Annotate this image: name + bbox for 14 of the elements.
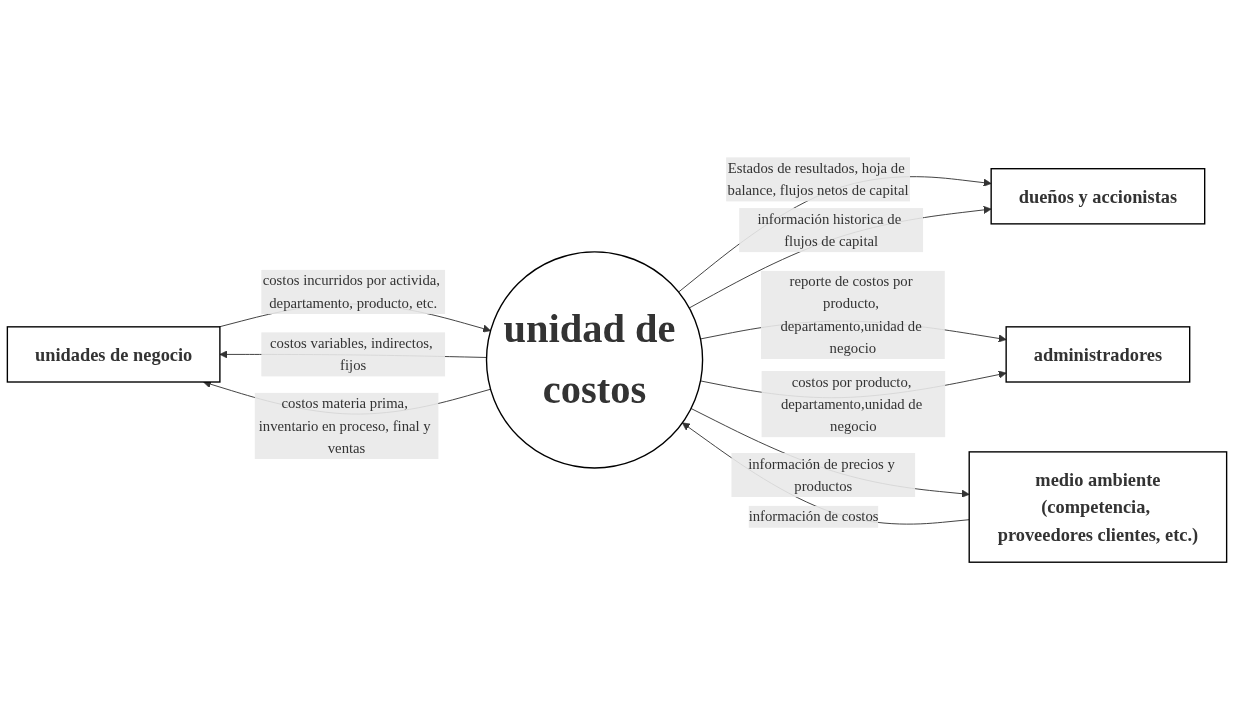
node-circle: unidad de costos bbox=[485, 251, 704, 469]
edge-label: información de precios y productos bbox=[748, 455, 895, 494]
edge-label: Estados de resultados, hoja de balance, flujos netos de capital bbox=[727, 160, 909, 199]
node-box: dueños y accionistas bbox=[990, 168, 1206, 225]
edge-label: información historica de flujos de capital bbox=[757, 211, 902, 249]
edge-label: información de costos bbox=[748, 508, 879, 525]
edge-label: costos por producto, departamento,unidad de negocio bbox=[780, 374, 923, 434]
edge-label: costos materia prima, inventario en proceso, final y ventas bbox=[258, 395, 431, 456]
edge-label: reporte de costos por producto, departamento,unidad de negocio bbox=[780, 273, 922, 356]
node-box: medio ambiente (competencia, proveedores clientes, etc.) bbox=[968, 451, 1228, 564]
edge-label: costos variables, indirectos, fijos bbox=[270, 335, 433, 374]
edge-label: costos incurridos por activida, departamento, producto, etc. bbox=[262, 272, 441, 311]
node-box: unidades de negocio bbox=[6, 326, 221, 383]
node-box: administradores bbox=[1005, 326, 1191, 383]
